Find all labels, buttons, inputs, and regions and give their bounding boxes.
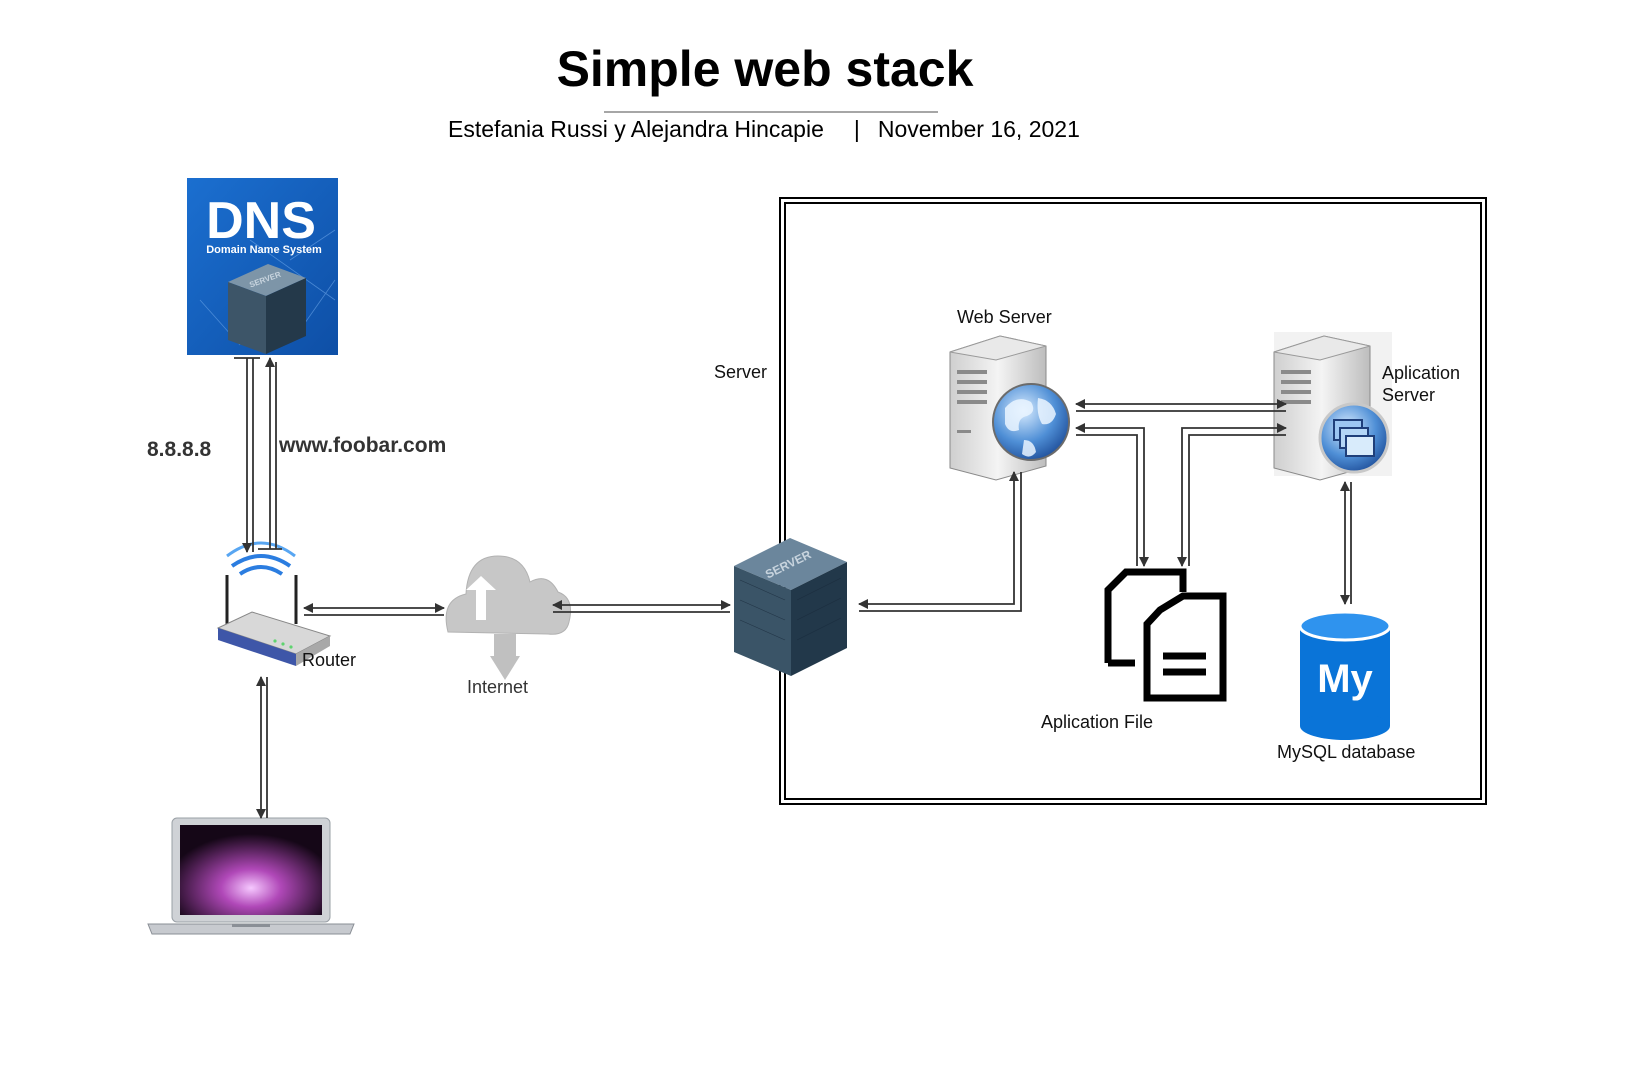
- mysql-label: MySQL database: [1277, 742, 1415, 762]
- physical-server-icon: SERVER: [734, 538, 847, 676]
- server-box-label: Server: [714, 362, 767, 382]
- mysql-logo-text: My: [1317, 657, 1373, 701]
- mysql-database-icon: My: [1298, 610, 1392, 740]
- app-server-label-line2: Server: [1382, 385, 1435, 405]
- laptop-icon: [147, 817, 355, 935]
- subtitle-separator: |: [853, 116, 860, 142]
- connectors: [234, 357, 1352, 819]
- dns-server-icon: DNS Domain Name System SERVER: [187, 178, 338, 355]
- dns-logo-text: DNS: [206, 192, 316, 250]
- diagram-subtitle: Estefania Russi y Alejandra Hincapie | Nov…: [448, 116, 1080, 143]
- date-text: November 16, 2021: [877, 116, 1080, 142]
- app-file-label: Aplication File: [1041, 712, 1153, 732]
- web-server-label: Web Server: [957, 307, 1052, 327]
- app-server-label-line1: Aplication: [1382, 363, 1460, 383]
- internet-cloud-icon: [445, 555, 572, 680]
- wifi-router-icon: [216, 541, 332, 666]
- dns-ip-label: 8.8.8.8: [147, 438, 212, 461]
- server-container: [779, 197, 1487, 805]
- router-label: Router: [302, 650, 356, 670]
- diagram-title: Simple web stack: [556, 41, 974, 97]
- dns-domain-label: www.foobar.com: [278, 434, 446, 457]
- internet-label: Internet: [467, 677, 528, 697]
- documents-icon: [1104, 568, 1227, 702]
- web-server-globe-icon: [949, 335, 1070, 481]
- title-divider: [604, 111, 938, 113]
- application-server-icon: [1273, 332, 1392, 481]
- dns-logo-subtext: Domain Name System: [206, 244, 322, 256]
- authors-text: Estefania Russi y Alejandra Hincapie: [448, 116, 824, 142]
